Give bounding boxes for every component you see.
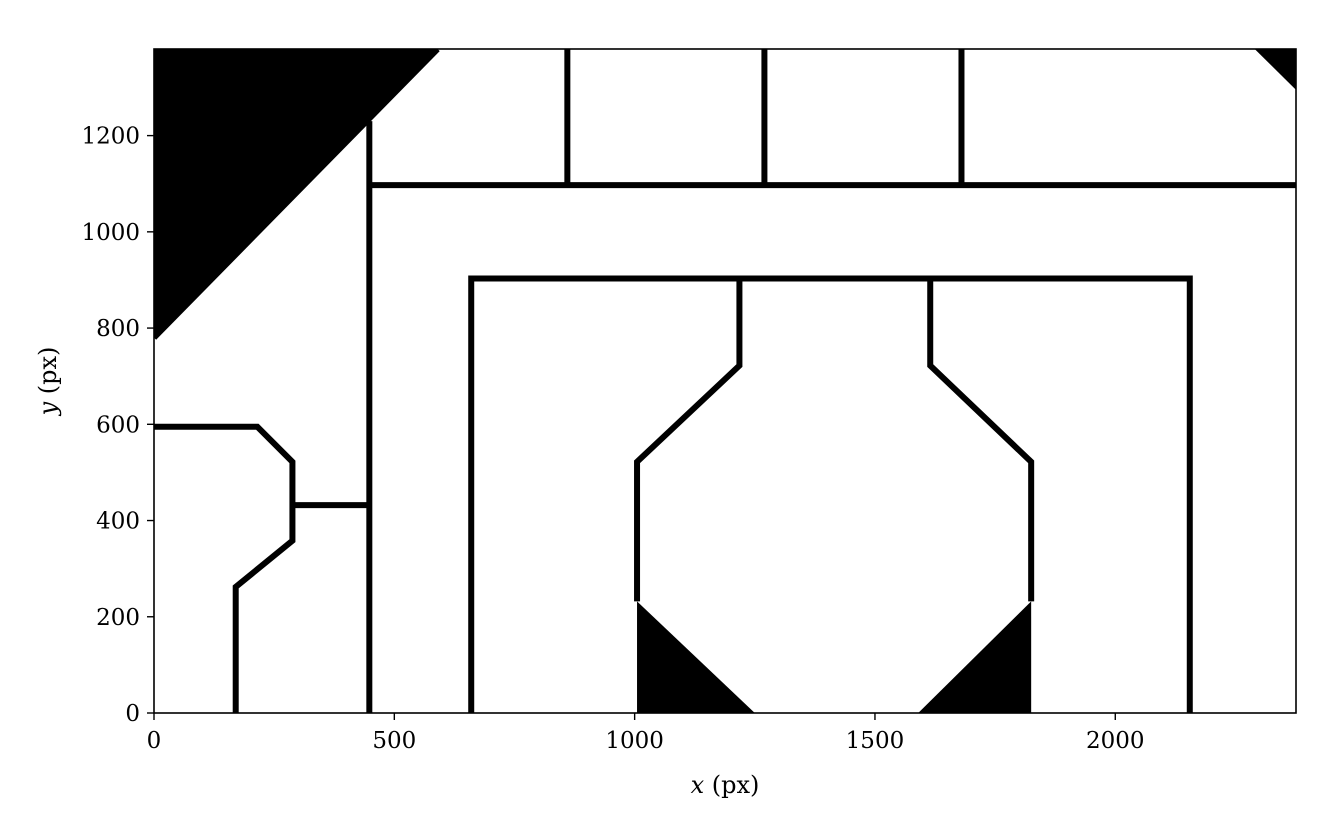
y-tick-label: 1200 — [81, 124, 140, 150]
inner-box-outline — [468, 275, 1193, 713]
y-tick-label: 1000 — [81, 220, 140, 246]
left-room-top-edge — [154, 423, 296, 713]
axes-frame — [153, 48, 1297, 714]
x-axis-label-var: x — [691, 771, 705, 799]
top-right-black-corner — [1254, 49, 1296, 90]
x-tick-label: 2000 — [1086, 728, 1145, 754]
x-tick-label: 0 — [147, 728, 162, 754]
y-axis-label: y (px) — [34, 347, 62, 417]
x-tick-label: 1500 — [846, 728, 905, 754]
x-axis-label-unit: (px) — [704, 771, 759, 799]
plot-area — [154, 49, 1296, 713]
top-left-diagonal-edge — [154, 49, 440, 340]
y-tick-label: 200 — [96, 605, 140, 631]
y-tick-label: 600 — [96, 412, 140, 438]
y-tick-label: 400 — [96, 509, 140, 535]
x-tick-label: 1000 — [605, 728, 664, 754]
y-axis-label-unit: (px) — [34, 347, 62, 402]
y-tick-label: 800 — [96, 316, 140, 342]
octagon-left-outline — [634, 278, 743, 602]
y-tick-label: 0 — [125, 701, 140, 727]
bottom-left-octagon-black-corner — [637, 601, 755, 713]
bottom-right-octagon-black-corner — [918, 601, 1032, 713]
y-axis: 0 200 400 600 800 1000 1200 — [81, 124, 154, 727]
y-axis-label-var: y — [34, 401, 62, 416]
x-tick-label: 500 — [372, 728, 416, 754]
x-axis-label: x (px) — [691, 771, 760, 799]
octagon-right-outline — [927, 278, 1035, 602]
x-axis: 0 500 1000 1500 2000 — [147, 713, 1145, 754]
